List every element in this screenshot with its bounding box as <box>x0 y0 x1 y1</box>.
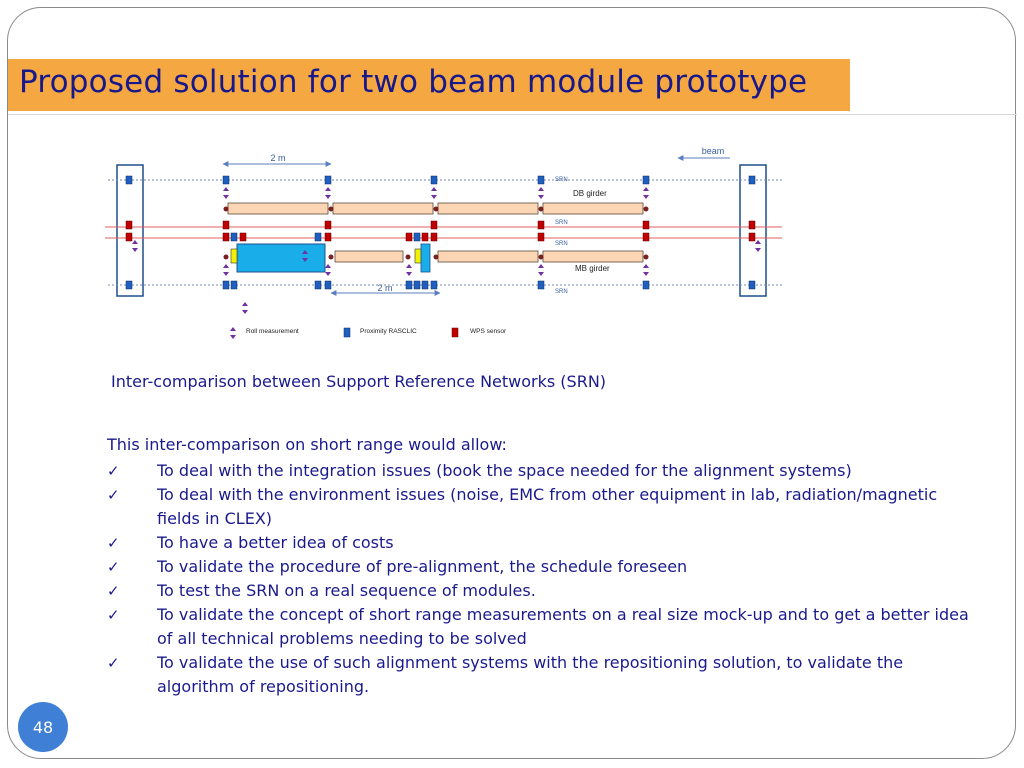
bottom-span-label: 2 m <box>377 283 392 293</box>
list-item: ✓ To deal with the environment issues (no… <box>107 483 977 531</box>
list-item: ✓ To validate the procedure of pre-alignm… <box>107 555 977 579</box>
list-item: ✓ To have a better idea of costs <box>107 531 977 555</box>
bullet-list: ✓ To deal with the integration issues (bo… <box>107 459 977 699</box>
legend-roll-icon <box>230 327 236 339</box>
bullet-text: To test the SRN on a real sequence of mo… <box>157 581 536 600</box>
mb-girder-3 <box>437 250 539 263</box>
bullet-text: To validate the concept of short range m… <box>157 605 969 648</box>
bullet-text: To deal with the environment issues (noi… <box>157 485 938 528</box>
list-item: ✓ To validate the concept of short range … <box>107 603 977 651</box>
checkmark-icon: ✓ <box>107 462 120 480</box>
db-girder-1 <box>227 202 329 215</box>
list-item: ✓ To validate the use of such alignment s… <box>107 651 977 699</box>
srn-label-1: SRN <box>555 177 568 183</box>
right-stand <box>739 164 767 297</box>
srn-layout-diagram: 2 m 2 m beam DB girder MB girder SRN SRN… <box>105 146 782 339</box>
checkmark-icon: ✓ <box>107 534 120 552</box>
checkmark-icon: ✓ <box>107 582 120 600</box>
srn-label-3: SRN <box>555 241 568 247</box>
mb-quad-module <box>236 243 326 273</box>
beam-label: beam <box>702 146 725 156</box>
legend-proximity-label: Proximity RASCLIC <box>360 328 417 335</box>
mb-girder-4 <box>542 250 644 263</box>
bullet-text: To validate the procedure of pre-alignme… <box>157 557 688 576</box>
legend-roll-label: Roll measurement <box>246 328 299 335</box>
support-points <box>223 206 649 260</box>
legend-proximity-icon <box>343 327 351 338</box>
slide-frame <box>7 7 1016 759</box>
checkmark-icon: ✓ <box>107 606 120 624</box>
left-stand <box>116 164 144 297</box>
intro-text: This inter-comparison on short range wou… <box>107 435 507 454</box>
bullet-text: To validate the use of such alignment sy… <box>157 653 904 696</box>
slide-title: Proposed solution for two beam module pr… <box>19 64 808 100</box>
legend-wps-icon <box>451 327 459 338</box>
legend-wps-label: WPS sensor <box>470 328 507 335</box>
proximity-sensors <box>125 175 756 290</box>
mb-small-quad <box>420 243 431 273</box>
top-span-label: 2 m <box>270 153 285 163</box>
roll-sensors <box>132 187 761 314</box>
db-girder-2 <box>332 202 434 215</box>
srn-label-4: SRN <box>555 289 568 295</box>
bullet-text: To have a better idea of costs <box>157 533 394 552</box>
checkmark-icon: ✓ <box>107 486 120 504</box>
mb-girder-label: MB girder <box>575 264 610 273</box>
list-item: ✓ To deal with the integration issues (bo… <box>107 459 977 483</box>
page-number-badge: 48 <box>18 702 68 752</box>
mb-girder-2 <box>334 250 404 263</box>
db-girder-label: DB girder <box>573 189 607 198</box>
bullet-text: To deal with the integration issues (boo… <box>157 461 852 480</box>
diagram-caption: Inter-comparison between Support Referen… <box>111 372 607 391</box>
title-divider <box>8 114 1017 115</box>
checkmark-icon: ✓ <box>107 558 120 576</box>
srn-label-2: SRN <box>555 220 568 226</box>
list-item: ✓ To test the SRN on a real sequence of m… <box>107 579 977 603</box>
mb-yellow-marker-2 <box>414 248 422 264</box>
wps-sensors <box>125 220 756 242</box>
title-bar <box>8 59 850 111</box>
checkmark-icon: ✓ <box>107 654 120 672</box>
db-girder-3 <box>437 202 539 215</box>
mb-yellow-marker-1 <box>230 248 238 264</box>
db-girder-4 <box>542 202 644 215</box>
